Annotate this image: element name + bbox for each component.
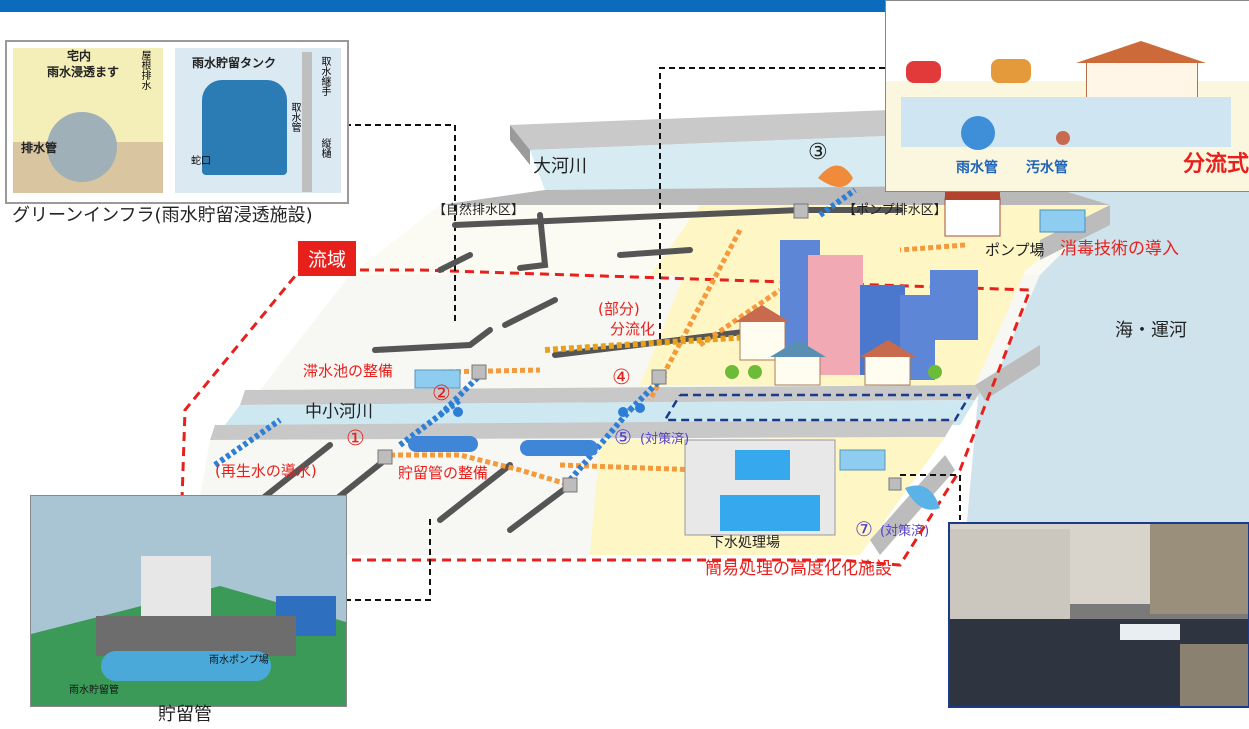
storage-pipe-inset-label: 雨水貯留管	[69, 685, 119, 696]
large-river-label: 大河川	[533, 156, 587, 177]
marker-5: ⑤	[614, 425, 632, 449]
marker-1: ①	[346, 426, 365, 450]
green-infra-caption: グリーンインフラ(雨水貯留浸透施設)	[12, 205, 313, 226]
pump-drain-label: 【ポンプ排水区】	[843, 203, 947, 218]
natural-drain-label: 【自然排水区】	[433, 203, 525, 218]
simple-treatment-label: 簡易処理の高度化化施設	[705, 559, 892, 579]
reclaimed-water-label: (再生水の導水)	[215, 462, 317, 480]
pump-station-label: ポンプ場	[985, 241, 1045, 259]
drain-pipe-label: 排水管	[21, 141, 58, 155]
separate-system-inset: 雨水管 汚水管 分流式	[885, 0, 1249, 192]
treatment-plant-label: 下水処理場	[710, 535, 780, 551]
house-subtitle: 雨水浸透ます	[47, 65, 120, 79]
canal-photo	[948, 522, 1249, 708]
storage-pipe-label: 貯留管の整備	[398, 464, 489, 482]
blue-storage-lines	[213, 187, 857, 482]
basin-tag: 流域	[298, 241, 357, 276]
storage-tanks	[408, 436, 598, 456]
small-river-label: 中小河川	[305, 402, 373, 422]
sewage-pipe-label: 汚水管	[1026, 160, 1068, 176]
marker-3: ③	[808, 140, 828, 165]
partial-separation-label-2: 分流化	[610, 320, 656, 338]
marker-2: ②	[432, 381, 451, 405]
separate-system-label: 分流式	[1183, 152, 1249, 177]
green-infra-inset: 宅内 雨水浸透ます 屋根排水 排水管 雨水貯留タンク 取水継手 取水管 縦樋 蛇…	[5, 40, 349, 204]
marker-4: ④	[612, 365, 631, 389]
sea-label: 海・運河	[1115, 320, 1187, 341]
disinfection-label: 消毒技術の導入	[1060, 239, 1179, 259]
intake-pipe-label: 取水管	[289, 102, 300, 132]
tank-title: 雨水貯留タンク	[192, 56, 277, 70]
downspout-label: 縦樋	[319, 138, 330, 158]
marker-7-note: (対策済)	[880, 524, 930, 539]
partial-separation-label-1: (部分)	[598, 300, 640, 318]
storage-pump-label: 雨水ポンプ場	[209, 655, 269, 666]
intake-handle-label: 取水継手	[319, 56, 330, 96]
marker-5-note: (対策済)	[640, 432, 690, 447]
roof-label: 屋根排水	[139, 50, 150, 90]
storage-pipe-caption: 貯留管	[158, 704, 212, 725]
marker-7: ⑦	[855, 517, 873, 541]
basin-boundary	[178, 268, 1033, 567]
house-title: 宅内	[67, 49, 92, 63]
city-buildings	[725, 240, 978, 386]
detention-pond-label: 滞水池の整備	[303, 362, 394, 380]
faucet-label: 蛇口	[191, 156, 211, 167]
storage-pipe-inset: 雨水ポンプ場 雨水貯留管	[30, 495, 347, 707]
rain-pipe-label: 雨水管	[956, 160, 998, 176]
